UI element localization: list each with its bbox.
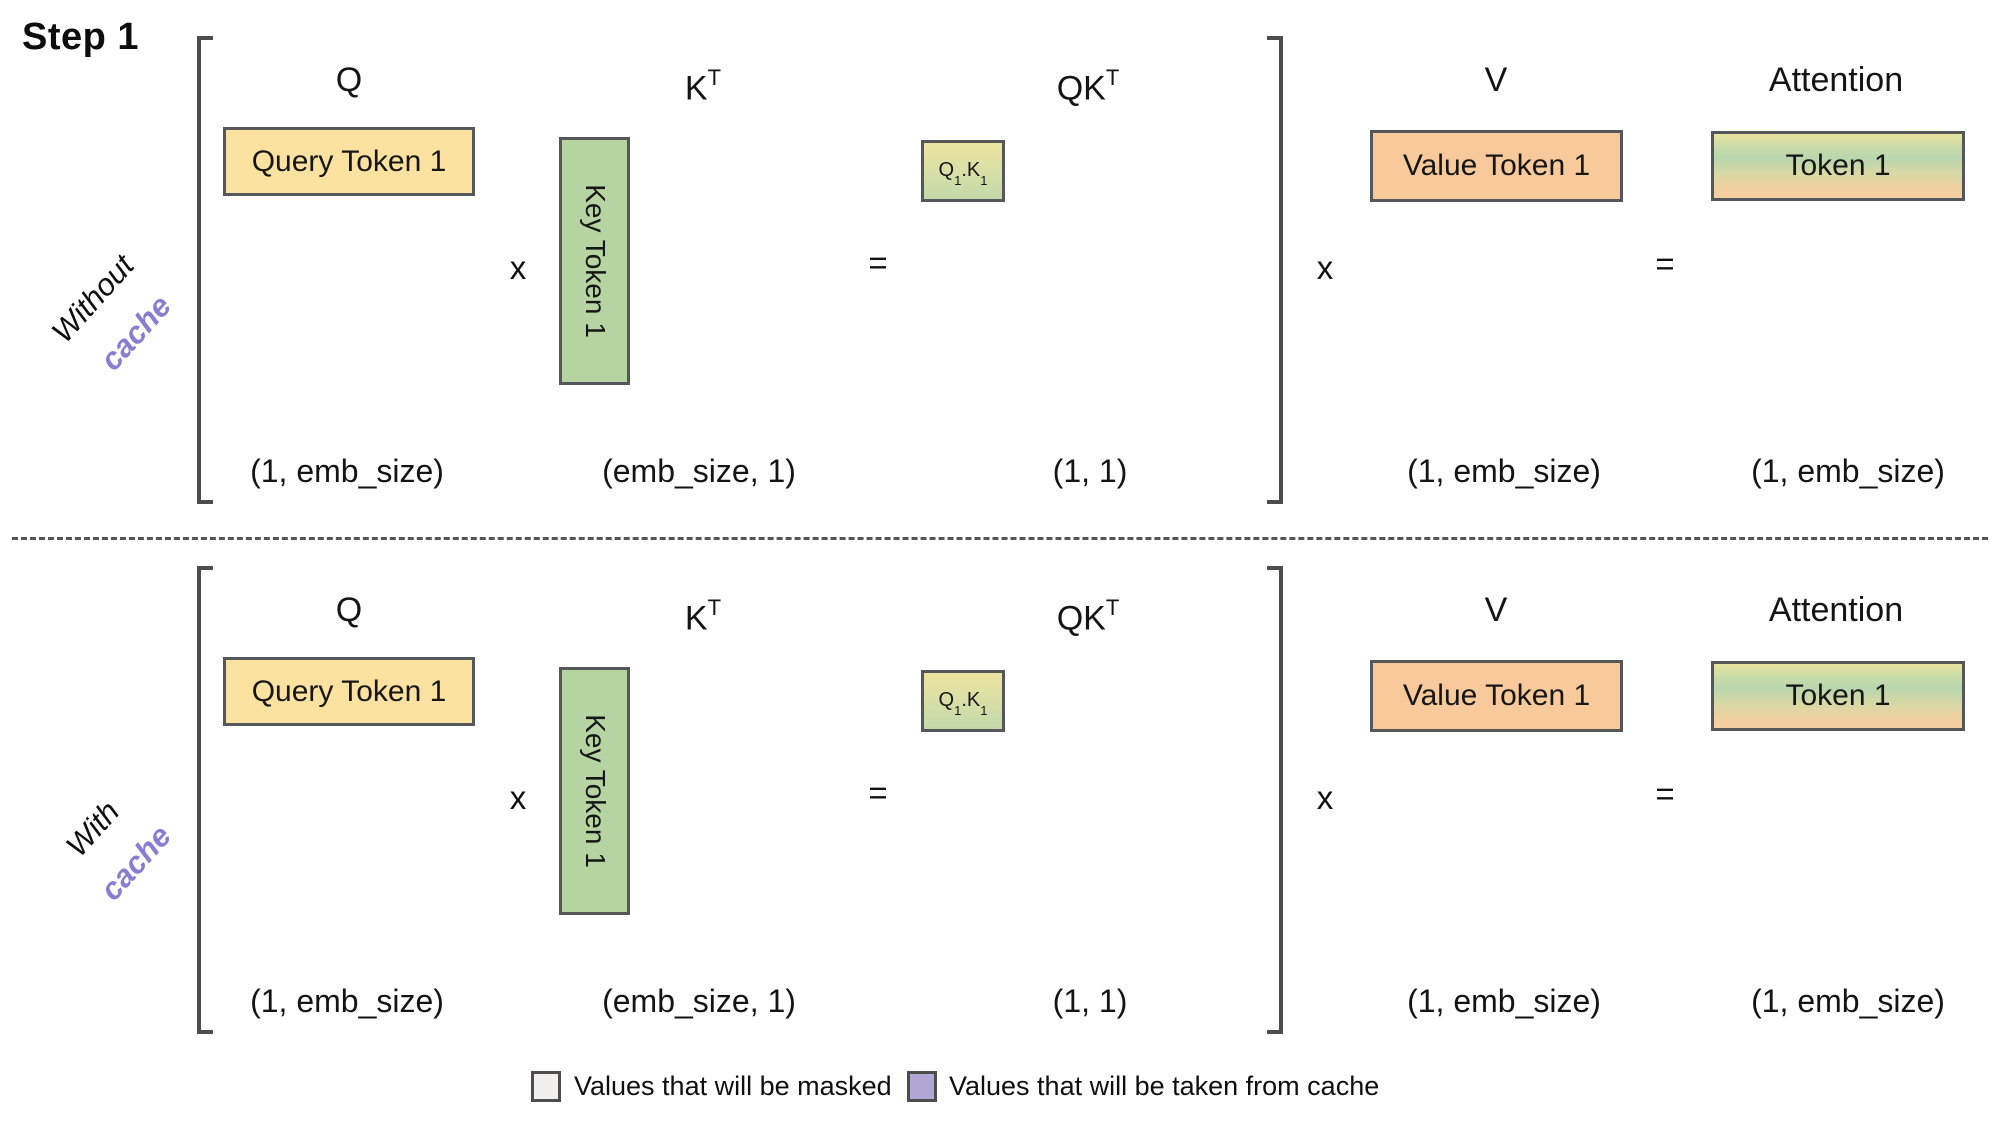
page-title: Step 1 (22, 16, 140, 58)
header-k-transpose: KT (603, 588, 803, 640)
dim-label-k: (emb_size, 1) (602, 983, 796, 1019)
equals-operator: = (868, 244, 888, 281)
key-token-box: Key Token 1 (559, 667, 630, 915)
qk-dot: . (961, 158, 967, 181)
value-token-box: Value Token 1 (1370, 130, 1623, 202)
dim-label-k: (emb_size, 1) (602, 453, 796, 489)
key-token-label: Key Token 1 (579, 714, 611, 868)
header-k-base: K (684, 69, 708, 108)
query-token-box: Query Token 1 (223, 127, 475, 196)
qk-q: Q (938, 158, 955, 181)
qk-k: K (966, 158, 981, 181)
header-q: Q (335, 591, 363, 629)
dim-label-q: (1, emb_size) (250, 453, 444, 489)
open-bracket (197, 566, 213, 1034)
multiply-operator: x (509, 249, 527, 286)
attention-token-box: Token 1 (1711, 131, 1965, 201)
multiply-operator: x (509, 779, 527, 816)
multiply-operator: x (1316, 249, 1334, 286)
open-bracket (197, 36, 213, 504)
close-bracket (1267, 36, 1283, 504)
dashed-divider (12, 537, 1988, 540)
close-bracket (1267, 566, 1283, 1034)
legend-label-masked: Values that will be masked (574, 1071, 892, 1101)
qk-product-cell: Q1.K1 (921, 670, 1005, 732)
header-k-sup: T (707, 65, 722, 90)
header-attention: Attention (1768, 591, 1904, 629)
attention-token-box: Token 1 (1711, 661, 1965, 731)
qk-product-cell: Q1.K1 (921, 140, 1005, 202)
row-without-cache: Without cache Q KT QKT V Attention Query… (0, 0, 2000, 530)
dim-label-attention: (1, emb_size) (1751, 983, 1945, 1019)
qk-k-sub: 1 (980, 172, 988, 188)
qk-q: Q (938, 688, 955, 711)
header-q: Q (335, 61, 363, 99)
header-qk-base: QK (1056, 599, 1106, 638)
header-qk-sup: T (1105, 595, 1120, 620)
header-qk-sup: T (1105, 65, 1120, 90)
dim-label-v: (1, emb_size) (1407, 983, 1601, 1019)
equals-operator: = (1655, 775, 1675, 812)
dim-label-qk: (1, 1) (1052, 983, 1128, 1019)
header-qk-transpose: QKT (988, 58, 1188, 110)
qk-q-sub: 1 (954, 702, 962, 718)
key-token-label: Key Token 1 (579, 184, 611, 338)
qk-cell-label: Q1.K1 (938, 158, 988, 188)
equals-operator: = (1655, 245, 1675, 282)
dim-label-v: (1, emb_size) (1407, 453, 1601, 489)
key-token-box: Key Token 1 (559, 137, 630, 385)
header-qk-base: QK (1056, 69, 1106, 108)
value-token-box: Value Token 1 (1370, 660, 1623, 732)
dim-label-qk: (1, 1) (1052, 453, 1128, 489)
legend-label-cache: Values that will be taken from cache (949, 1071, 1380, 1101)
row-with-cache: With cache Q KT QKT V Attention Query To… (0, 530, 2000, 1060)
query-token-box: Query Token 1 (223, 657, 475, 726)
cache-swatch (907, 1071, 937, 1102)
header-k-transpose: KT (603, 58, 803, 110)
dim-label-attention: (1, emb_size) (1751, 453, 1945, 489)
qk-dot: . (961, 688, 967, 711)
qk-k: K (966, 688, 981, 711)
header-k-sup: T (707, 595, 722, 620)
dim-label-q: (1, emb_size) (250, 983, 444, 1019)
equals-operator: = (868, 774, 888, 811)
qk-cell-label: Q1.K1 (938, 688, 988, 718)
header-v: V (1484, 591, 1508, 629)
masked-swatch (531, 1071, 561, 1102)
multiply-operator: x (1316, 779, 1334, 816)
header-k-base: K (684, 599, 708, 638)
header-v: V (1484, 61, 1508, 99)
qk-q-sub: 1 (954, 172, 962, 188)
qk-k-sub: 1 (980, 702, 988, 718)
header-qk-transpose: QKT (988, 588, 1188, 640)
header-attention: Attention (1768, 61, 1904, 99)
